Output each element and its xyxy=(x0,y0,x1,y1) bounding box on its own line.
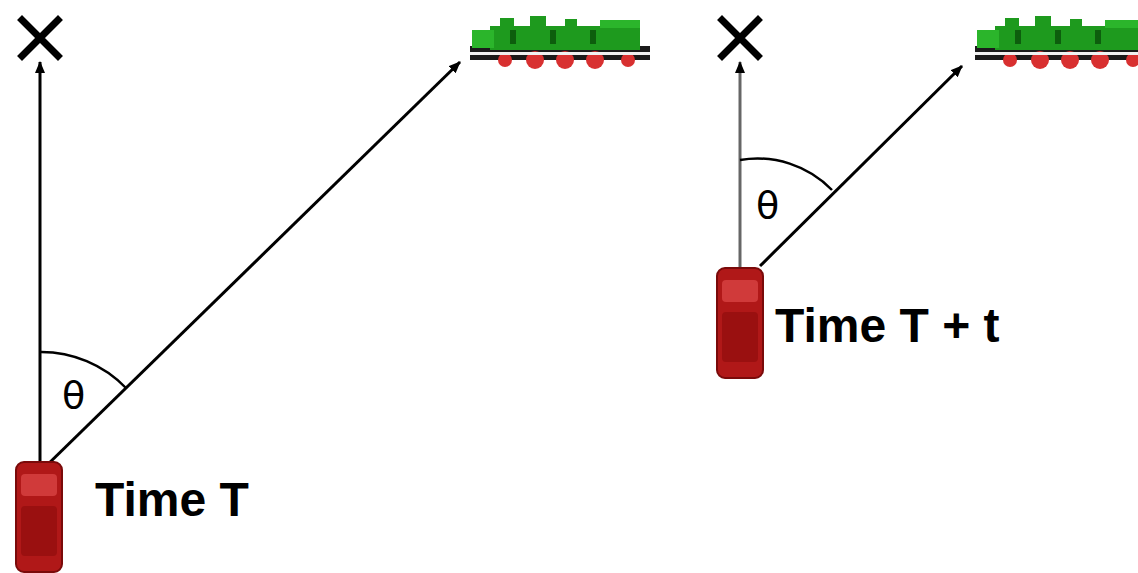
angle-label: θ xyxy=(756,186,779,224)
time-label: Time T + t xyxy=(775,302,1000,350)
angle-label: θ xyxy=(62,376,85,414)
car xyxy=(717,268,763,378)
target-cross xyxy=(722,20,758,56)
train xyxy=(975,16,1138,69)
target-cross xyxy=(22,20,58,56)
heading-arrow xyxy=(739,62,742,272)
train xyxy=(470,16,650,69)
heading-arrow xyxy=(39,62,42,470)
time-label: Time T xyxy=(95,476,249,524)
car xyxy=(16,462,62,572)
sight-arrow xyxy=(760,66,962,266)
angle-arc xyxy=(740,159,832,190)
sight-arrow xyxy=(42,62,460,470)
